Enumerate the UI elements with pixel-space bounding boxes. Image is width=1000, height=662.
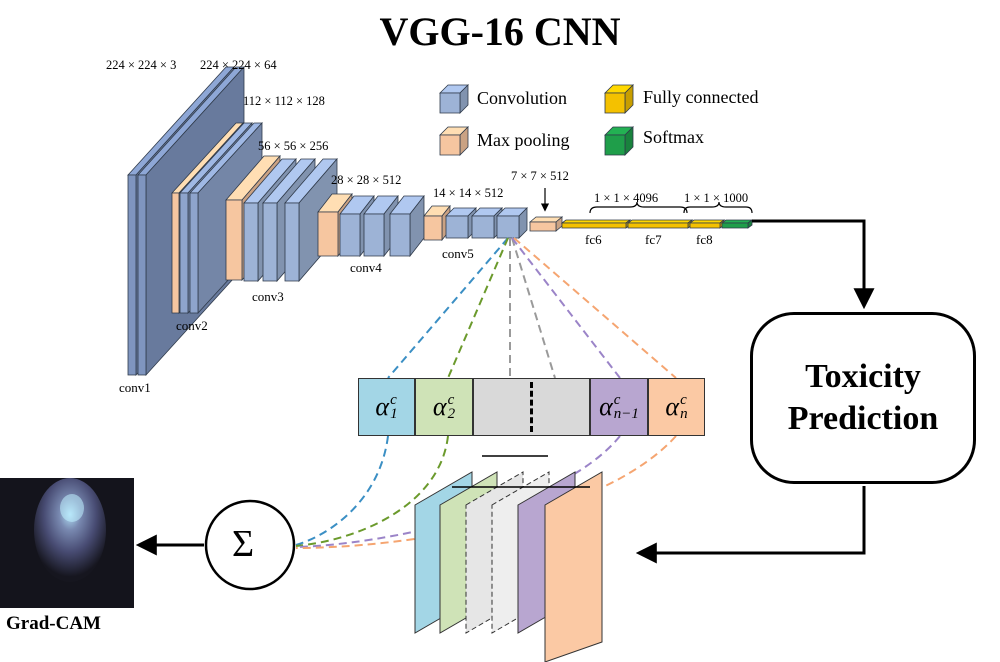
- dim-fc8: 1 × 1 × 1000: [684, 191, 749, 205]
- pool1-block-front: [171, 192, 180, 314]
- conv5-block-c-front: [496, 215, 520, 239]
- label-conv4: conv4: [350, 260, 382, 275]
- softmax-block-front: [721, 222, 749, 229]
- prediction-line-1: Toxicity: [805, 358, 921, 395]
- dim-conv2: 112 × 112 × 128: [243, 94, 325, 108]
- softmax-block-top: [720, 219, 754, 224]
- label-fc6: fc6: [585, 232, 602, 247]
- conv4-block-a-front: [339, 213, 361, 257]
- feature-map-6: [544, 471, 603, 662]
- dim-conv4: 28 × 28 × 512: [331, 173, 402, 187]
- conv5-to-weights-lines: [387, 237, 677, 379]
- label-fc8: fc8: [696, 232, 713, 247]
- dim-conv1: 224 × 224 × 64: [200, 58, 277, 72]
- pool3-block-front: [317, 211, 339, 257]
- label-conv2: conv2: [176, 318, 208, 333]
- conv4-block-c-front: [389, 213, 411, 257]
- conv3-block-a-front: [243, 202, 259, 282]
- legend-convolution: Convolution: [477, 88, 568, 108]
- fc8-block-top: [688, 219, 726, 224]
- label-conv5: conv5: [442, 246, 474, 261]
- fc6-block-top: [560, 219, 632, 224]
- legend-softmax-icon-front: [604, 134, 626, 156]
- sum-symbol: Σ: [232, 523, 255, 565]
- legend-softmax: Softmax: [643, 127, 704, 147]
- conv5-block-b-front: [471, 215, 495, 239]
- fc8-to-prediction-arrow: [752, 219, 875, 310]
- dim-pool5: 7 × 7 × 512: [511, 169, 569, 183]
- dim-fc67: 1 × 1 × 4096: [594, 191, 659, 205]
- label-fc7: fc7: [645, 232, 662, 247]
- sum-node: [204, 499, 296, 591]
- legend-max-pooling-icon-front: [439, 134, 461, 156]
- dim-conv5: 14 × 14 × 512: [433, 186, 504, 200]
- fc7-block-top: [626, 219, 694, 224]
- label-conv1: conv1: [119, 380, 151, 395]
- legend-max-pooling: Max pooling: [477, 130, 570, 150]
- fc8-block-front: [689, 222, 721, 229]
- gradcam-label: Grad-CAM: [6, 613, 101, 634]
- feature-map-stack: [414, 455, 603, 662]
- dim-conv3: 56 × 56 × 256: [258, 139, 329, 153]
- fc67-brace: [589, 201, 688, 214]
- diagram-title: VGG-16 CNN: [379, 9, 621, 54]
- fc7-block-front: [627, 222, 689, 229]
- weight-alpha-middle: [473, 378, 590, 436]
- fc6-block-front: [561, 222, 627, 229]
- conv3-block-c-front: [284, 202, 300, 282]
- pool5-block-front: [529, 221, 557, 232]
- pool4-block-front: [423, 215, 443, 241]
- toxicity-prediction-box: Toxicity Prediction: [750, 312, 976, 484]
- conv5-block-a-front: [445, 215, 469, 239]
- prediction-to-maps-arrow: [635, 486, 866, 564]
- legend-convolution-icon-front: [439, 92, 461, 114]
- conv2-block-a-front: [179, 192, 189, 314]
- pool2-block-front: [225, 199, 243, 281]
- conv1-block-a-front: [127, 174, 137, 376]
- prediction-line-2: Prediction: [787, 400, 939, 437]
- legend-fully-connected-icon-front: [604, 92, 626, 114]
- fc8-brace: [683, 201, 753, 214]
- label-conv3: conv3: [252, 289, 284, 304]
- cnn-layer-blocks: [127, 65, 754, 377]
- dim-input: 224 × 224 × 3: [106, 58, 177, 72]
- legend-fully-connected: Fully connected: [643, 87, 759, 107]
- conv3-block-b-front: [262, 202, 278, 282]
- conv2-block-b-front: [189, 192, 199, 314]
- conv4-block-b-front: [363, 213, 385, 257]
- conv1-block-b-front: [137, 174, 147, 376]
